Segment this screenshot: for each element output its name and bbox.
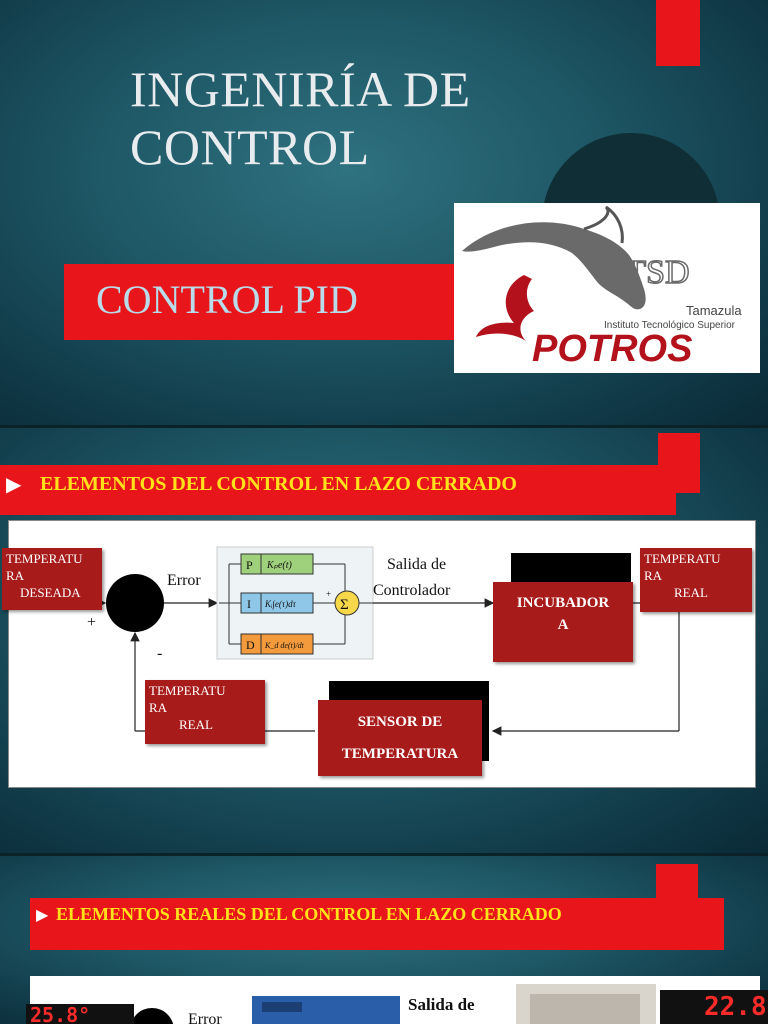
lcd-temperature-display-right: 22.8 bbox=[660, 990, 768, 1024]
svg-text:Error: Error bbox=[167, 572, 201, 589]
title-line-2: CONTROL bbox=[130, 118, 471, 176]
svg-text:Kᵢ∫e(τ)dτ: Kᵢ∫e(τ)dτ bbox=[264, 599, 297, 610]
summing-junction bbox=[106, 574, 164, 632]
svg-text:+: + bbox=[87, 614, 96, 631]
label-line: TEMPERATU bbox=[644, 550, 748, 567]
label-line: TEMPERATU bbox=[6, 550, 98, 567]
svg-text:Σ: Σ bbox=[340, 597, 349, 613]
bullet-arrow-icon: ▶ bbox=[36, 905, 48, 924]
svg-text:D: D bbox=[246, 638, 255, 652]
bullet-arrow-icon: ▶ bbox=[6, 472, 21, 496]
label-line: TEMPERATU bbox=[149, 682, 261, 699]
top-right-red-accent bbox=[656, 0, 700, 66]
svg-text:Tamazula: Tamazula bbox=[686, 303, 742, 318]
svg-text:Error: Error bbox=[188, 1011, 222, 1024]
temperature-sensor-block: SENSOR DE TEMPERATURA bbox=[318, 700, 482, 776]
title-line-1: INGENIRÍA DE bbox=[130, 60, 471, 118]
section-banner-text: ELEMENTOS DEL CONTROL EN LAZO CERRADO bbox=[40, 473, 517, 496]
svg-text:POTROS: POTROS bbox=[532, 328, 692, 370]
desired-temperature-label: TEMPERATU RA DESEADA bbox=[2, 548, 102, 610]
summing-junction bbox=[130, 1008, 174, 1024]
label-line: RA bbox=[644, 567, 748, 584]
label-line: REAL bbox=[149, 716, 261, 733]
section-banner-text: ELEMENTOS REALES DEL CONTROL EN LAZO CER… bbox=[56, 904, 562, 925]
svg-text:-: - bbox=[157, 645, 162, 662]
potros-logo: ITSD Tamazula Instituto Tecnológico Supe… bbox=[454, 203, 760, 373]
real-temperature-label-right: TEMPERATU RA REAL bbox=[640, 548, 752, 612]
subtitle-text: CONTROL PID bbox=[96, 276, 358, 324]
incubator-block: INCUBADOR A bbox=[493, 582, 633, 662]
svg-text:Kₚe(t): Kₚe(t) bbox=[266, 560, 292, 571]
svg-text:K_d de(t)/dt: K_d de(t)/dt bbox=[264, 641, 305, 650]
svg-text:+: + bbox=[326, 589, 331, 599]
lcd-value: 22.8 bbox=[704, 992, 767, 1022]
svg-text:Controlador: Controlador bbox=[373, 582, 451, 599]
svg-text:Salida de: Salida de bbox=[408, 995, 475, 1014]
red-swoosh-logo-mark bbox=[476, 275, 534, 341]
lcd-temperature-display-left: 25.8° bbox=[26, 1004, 134, 1024]
label-line: TEMPERATURA bbox=[318, 738, 482, 770]
label-line: RA bbox=[149, 699, 261, 716]
label-line: INCUBADOR bbox=[493, 592, 633, 614]
label-line: DESEADA bbox=[6, 584, 98, 601]
lcd-value: 25.8° bbox=[30, 1003, 90, 1024]
svg-text:ITSD: ITSD bbox=[614, 254, 690, 291]
page-title: INGENIRÍA DE CONTROL bbox=[130, 60, 471, 176]
svg-text:I: I bbox=[247, 597, 251, 611]
label-line: REAL bbox=[644, 584, 748, 601]
svg-text:Salida de: Salida de bbox=[387, 556, 446, 573]
real-elements-diagram: Error Salida de bbox=[30, 976, 760, 1024]
label-line: RA bbox=[6, 567, 98, 584]
real-temperature-label-bottom: TEMPERATU RA REAL bbox=[145, 680, 265, 744]
svg-text:P: P bbox=[246, 558, 253, 572]
label-line: SENSOR DE bbox=[318, 706, 482, 738]
label-line: A bbox=[493, 614, 633, 636]
